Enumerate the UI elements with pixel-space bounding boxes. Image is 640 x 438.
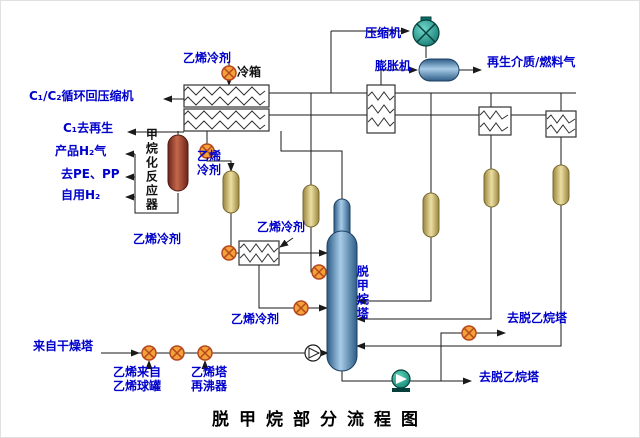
label-ethylene-coolant-top: 乙烯冷剂 (183, 51, 232, 65)
label-h2-self-use: 自用H₂ (61, 188, 101, 202)
cooler-icon-feed-3 (197, 345, 213, 361)
label-regen-fuel-gas: 再生介质/燃料气 (487, 55, 576, 69)
heat-exchanger-center (238, 240, 280, 266)
process-lines (101, 27, 576, 385)
label-methanation-reactor: 甲烷化反应器 (144, 128, 159, 212)
diagram-title: 脱甲烷部分流程图 (212, 410, 428, 430)
label-cold-box: 冷箱 (237, 65, 262, 79)
cooler-icon-center-left (221, 245, 237, 261)
label-compressor: 压缩机 (365, 26, 402, 40)
flash-drum-4 (483, 168, 500, 208)
label-demethanizer: 脱甲烷塔 (355, 265, 370, 321)
cooler-icon-top (221, 65, 237, 81)
heat-exchanger-far-right (545, 110, 577, 138)
flash-drum-5 (552, 164, 570, 206)
label-c1c2-recycle: C₁/C₂循环回压缩机 (29, 89, 134, 103)
label-ethylene-coolant-left: 乙烯冷剂 (133, 232, 182, 246)
cooler-icon-feed-1 (141, 345, 157, 361)
flash-drum-1 (222, 170, 240, 214)
cooler-icon-reactor (199, 143, 215, 159)
cooler-icon-deethanizer (461, 325, 477, 341)
expander-vessel (418, 58, 460, 82)
cooler-icon-column-neck (311, 264, 327, 280)
label-expander: 膨胀机 (375, 59, 412, 73)
heat-exchanger-tall (366, 84, 396, 134)
heat-exchanger-right (478, 106, 512, 136)
label-from-dryer: 来自干燥塔 (33, 339, 94, 353)
cooler-icon-feed-2 (169, 345, 185, 361)
label-h2-product: 产品H₂气 (55, 144, 107, 158)
label-to-pe-pp: 去PE、PP (61, 167, 120, 181)
compressor-icon (412, 16, 440, 47)
label-to-deethanizer-upper: 去脱乙烷塔 (507, 311, 568, 325)
demethanizer-column (326, 198, 358, 372)
label-ethylene-coolant-reactor: 乙烯冷剂 (197, 149, 222, 178)
reflux-pump-icon (304, 344, 322, 362)
label-ethylene-reboiler: 乙烯塔再沸器 (191, 365, 228, 394)
label-ethylene-coolant-mid: 乙烯冷剂 (257, 220, 306, 234)
flash-drum-3 (422, 192, 440, 238)
cold-box-exchanger (183, 84, 270, 132)
label-ethylene-coolant-low: 乙烯冷剂 (231, 312, 280, 326)
label-to-deethanizer-lower: 去脱乙烷塔 (479, 370, 540, 384)
label-ethylene-from-sphere: 乙烯来自乙烯球罐 (113, 365, 162, 394)
bottoms-pump-icon (391, 369, 411, 392)
methanation-reactor-vessel (167, 134, 189, 192)
flash-drum-2 (302, 184, 320, 228)
cooler-icon-column-mid (293, 300, 309, 316)
label-c1-to-regen: C₁去再生 (63, 121, 114, 135)
